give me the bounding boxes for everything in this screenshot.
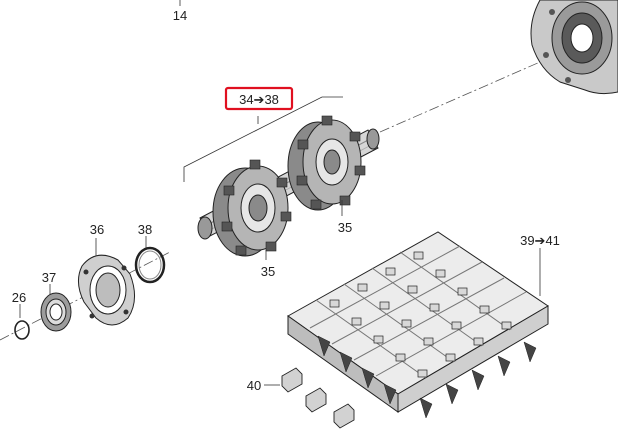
bearing-flange-part[interactable] xyxy=(78,254,135,326)
slider-clips-part[interactable] xyxy=(281,367,355,429)
callout-14[interactable]: 14 xyxy=(173,8,187,23)
seal-ring-part[interactable] xyxy=(14,320,30,340)
callout-highlight-box xyxy=(224,86,294,111)
group-bracket-34-38 xyxy=(183,96,343,182)
callout-26[interactable]: 26 xyxy=(12,290,26,305)
callout-34-38[interactable]: 34➔38 xyxy=(239,92,279,107)
callout-38[interactable]: 38 xyxy=(138,222,152,237)
callout-35-upper[interactable]: 35 xyxy=(338,220,352,235)
callout-40[interactable]: 40 xyxy=(247,378,261,393)
bearing-part[interactable] xyxy=(40,292,72,332)
callout-35-lower[interactable]: 35 xyxy=(261,264,275,279)
drive-sprocket-upper-part[interactable] xyxy=(287,115,366,211)
drive-sprocket-lower-part[interactable] xyxy=(212,159,292,257)
track-slider-grid-part[interactable] xyxy=(287,231,549,419)
chaincase-housing-part[interactable] xyxy=(530,0,618,95)
retaining-ring-part[interactable] xyxy=(134,246,166,284)
callout-37[interactable]: 37 xyxy=(42,270,56,285)
callout-36[interactable]: 36 xyxy=(90,222,104,237)
callout-39-41[interactable]: 39➔41 xyxy=(520,233,560,248)
